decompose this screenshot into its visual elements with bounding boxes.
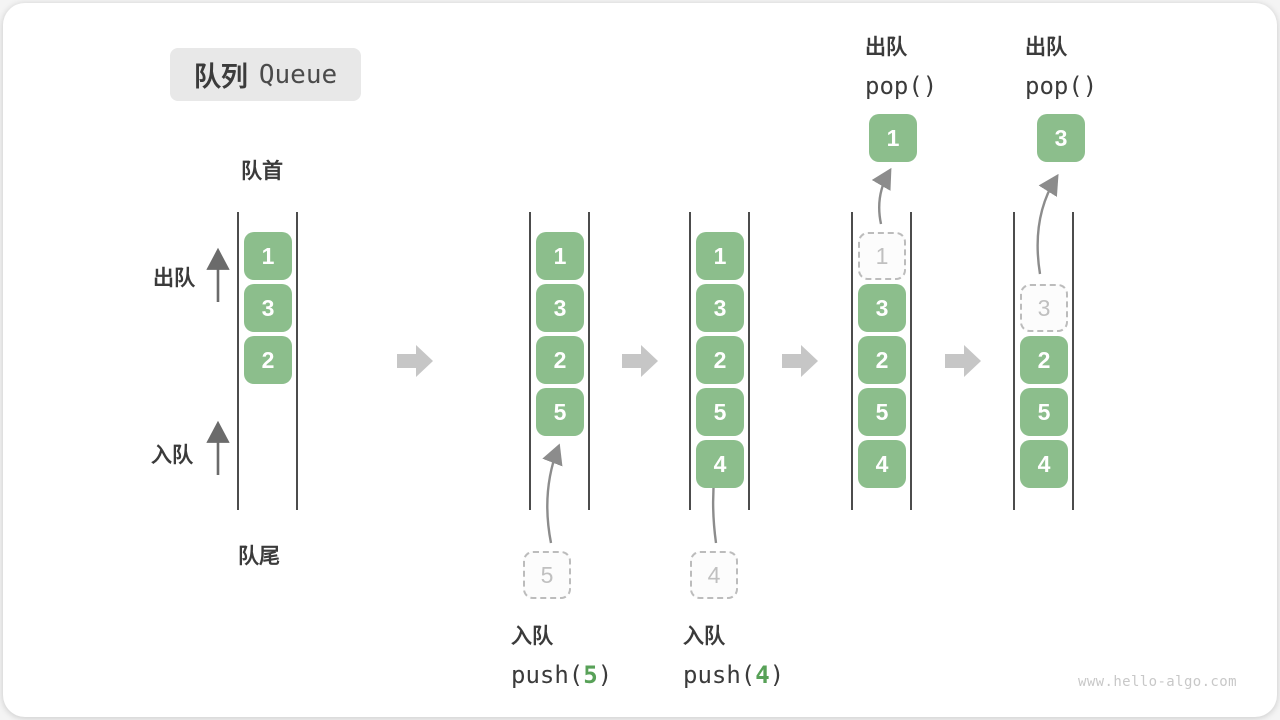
queue-element: 3 <box>536 284 584 332</box>
operation-name: 入队 <box>511 625 553 648</box>
state-transition-arrow-4 <box>945 345 981 377</box>
queue-wall <box>529 212 531 510</box>
queue-element: 4 <box>696 440 744 488</box>
queue-element: 2 <box>1020 336 1068 384</box>
queue-element: 3 <box>244 284 292 332</box>
code-close: ) <box>769 661 785 689</box>
popped-element: 1 <box>869 114 917 162</box>
operation-code: pop() <box>1025 72 1097 100</box>
incoming-element: 5 <box>523 551 571 599</box>
operation-code: push(5) <box>511 661 612 689</box>
incoming-element: 4 <box>690 551 738 599</box>
ghost-element: 3 <box>1020 284 1068 332</box>
queue-element: 1 <box>696 232 744 280</box>
operation-name: 出队 <box>1025 36 1067 59</box>
queue-wall <box>851 212 853 510</box>
queue-element: 1 <box>244 232 292 280</box>
queue-element: 2 <box>536 336 584 384</box>
operation-label-pop3: 出队 pop() <box>1025 31 1097 100</box>
pop-arrow-1 <box>871 167 892 225</box>
queue-wall <box>1072 212 1074 510</box>
queue-element: 5 <box>696 388 744 436</box>
queue-element: 4 <box>858 440 906 488</box>
state-transition-arrow-2 <box>622 345 658 377</box>
watermark: www.hello-algo.com <box>1078 674 1237 690</box>
queue-wall <box>748 212 750 510</box>
code-fn: push( <box>683 661 756 689</box>
queue-element: 5 <box>858 388 906 436</box>
ghost-element: 1 <box>858 232 906 280</box>
queue-wall <box>588 212 590 510</box>
queue-wall <box>237 212 239 510</box>
operation-label-push4: 入队 push(4) <box>683 620 784 689</box>
operation-code: push(4) <box>683 661 784 689</box>
code-arg: 4 <box>755 661 770 689</box>
enqueue-arrow-push5 <box>542 443 563 544</box>
operation-label-push5: 入队 push(5) <box>511 620 612 689</box>
queue-front-label: 队首 <box>241 160 283 183</box>
title-en: Queue <box>258 59 338 90</box>
queue-element: 2 <box>244 336 292 384</box>
queue-wall <box>910 212 912 510</box>
operation-code: pop() <box>865 72 937 100</box>
state-transition-arrow-1 <box>397 345 433 377</box>
title-box: 队列 Queue <box>170 48 361 101</box>
queue-element: 5 <box>536 388 584 436</box>
code-close: ) <box>597 661 613 689</box>
queue-element: 3 <box>858 284 906 332</box>
queue-element: 1 <box>536 232 584 280</box>
queue-wall <box>1013 212 1015 510</box>
queue-element: 4 <box>1020 440 1068 488</box>
operation-name: 入队 <box>683 625 725 648</box>
code-fn: push( <box>511 661 584 689</box>
operation-label-pop1: 出队 pop() <box>865 31 937 100</box>
code-arg: 5 <box>583 661 598 689</box>
queue-element: 2 <box>858 336 906 384</box>
state-transition-arrow-3 <box>782 345 818 377</box>
queue-wall <box>296 212 298 510</box>
queue-element: 5 <box>1020 388 1068 436</box>
enqueue-side-label: 入队 <box>151 444 193 467</box>
queue-element: 2 <box>696 336 744 384</box>
title-zh: 队列 <box>193 62 248 92</box>
queue-element: 3 <box>696 284 744 332</box>
popped-element: 3 <box>1037 114 1085 162</box>
pop-arrow-3 <box>1036 173 1059 275</box>
queue-rear-label: 队尾 <box>238 545 280 568</box>
operation-name: 出队 <box>865 36 907 59</box>
code-fn: pop() <box>865 72 938 100</box>
code-fn: pop() <box>1025 72 1098 100</box>
queue-wall <box>689 212 691 510</box>
dequeue-side-label: 出队 <box>153 267 195 290</box>
